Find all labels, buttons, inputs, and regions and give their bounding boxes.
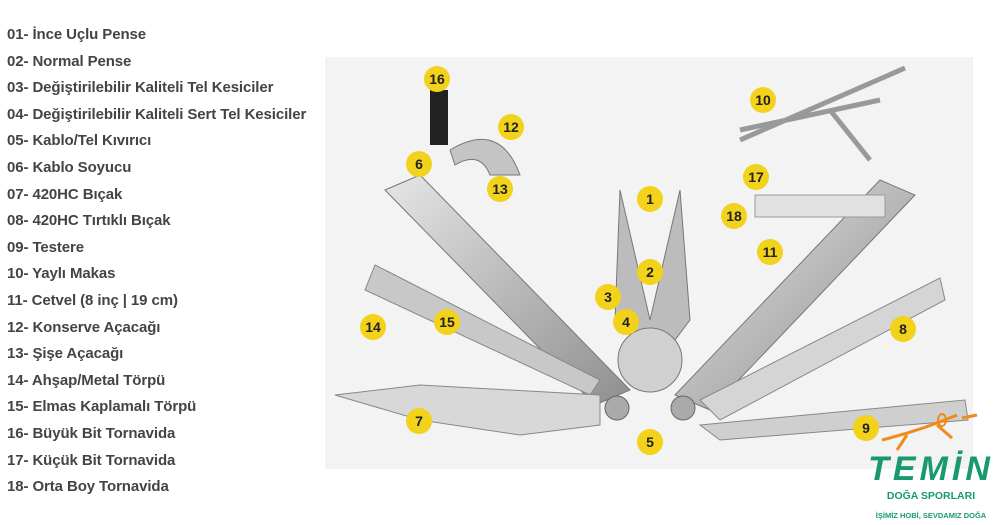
badge-6: 6 — [406, 151, 432, 177]
badge-10: 10 — [750, 87, 776, 113]
pivot-disc — [617, 327, 683, 393]
list-item: 15- Elmas Kaplamalı Törpü — [7, 398, 197, 416]
list-item: 04- Değiştirilebilir Kaliteli Sert Tel K… — [7, 105, 307, 123]
bit-driver — [430, 90, 448, 145]
list-item: 10- Yaylı Makas — [7, 265, 116, 283]
list-item: 06- Kablo Soyucu — [7, 158, 132, 176]
serrated-blade — [699, 277, 946, 421]
scissors — [739, 65, 906, 162]
badge-2: 2 — [637, 259, 663, 285]
ruler — [754, 194, 886, 218]
badge-8: 8 — [890, 316, 916, 342]
badge-14: 14 — [360, 314, 386, 340]
list-item: 03- Değiştirilebilir Kaliteli Tel Kesici… — [7, 79, 274, 97]
badge-4: 4 — [613, 309, 639, 335]
can-opener — [449, 138, 521, 176]
list-item: 01- İnce Uçlu Pense — [7, 26, 146, 43]
badge-9: 9 — [853, 415, 879, 441]
badge-12: 12 — [498, 114, 524, 140]
badge-16: 16 — [424, 66, 450, 92]
list-item: 07- 420HC Bıçak — [7, 185, 123, 203]
list-item: 09- Testere — [7, 238, 84, 256]
list-item: 18- Orta Boy Tornavida — [7, 478, 169, 496]
list-item: 16- Büyük Bit Tornavida — [7, 424, 176, 442]
list-item: 11- Cetvel (8 inç | 19 cm) — [7, 291, 178, 309]
file-tool — [364, 264, 601, 396]
figure-logo-icon — [881, 413, 978, 451]
left-pivot — [604, 395, 630, 421]
badge-15: 15 — [434, 309, 460, 335]
list-item: 02- Normal Pense — [7, 52, 132, 70]
tool-feature-list: 01- İnce Uçlu Pense 02- Normal Pense 03-… — [7, 24, 306, 503]
list-item: 14- Ahşap/Metal Törpü — [7, 371, 166, 389]
badge-13: 13 — [487, 176, 513, 202]
temin-logo: TEMİN DOĞA SPORLARI İŞİMİZ HOBİ, SEVDAMI… — [862, 410, 1000, 525]
badge-11: 11 — [757, 239, 783, 265]
saw-blade — [698, 399, 969, 441]
knife-blade — [334, 384, 601, 436]
badge-5: 5 — [637, 429, 663, 455]
badge-17: 17 — [743, 164, 769, 190]
badge-18: 18 — [721, 203, 747, 229]
list-item: 13- Şişe Açacağı — [7, 345, 124, 363]
badge-7: 7 — [406, 408, 432, 434]
left-handle — [384, 174, 631, 406]
multitool-image — [325, 57, 973, 469]
list-item: 08- 420HC Tırtıklı Bıçak — [7, 212, 171, 230]
logo-subtitle: DOĞA SPORLARI — [886, 490, 976, 502]
logo-brand: TEMİN — [868, 450, 994, 488]
list-item: 17- Küçük Bit Tornavida — [7, 451, 176, 469]
list-item: 05- Kablo/Tel Kıvırıcı — [7, 132, 152, 150]
list-item: 12- Konserve Açacağı — [7, 318, 161, 336]
right-pivot — [670, 395, 696, 421]
badge-3: 3 — [595, 284, 621, 310]
badge-1: 1 — [637, 186, 663, 212]
multitool-illustration — [334, 65, 969, 441]
logo-slogan: İŞİMİZ HOBİ, SEVDAMIZ DOĞA — [875, 511, 987, 520]
